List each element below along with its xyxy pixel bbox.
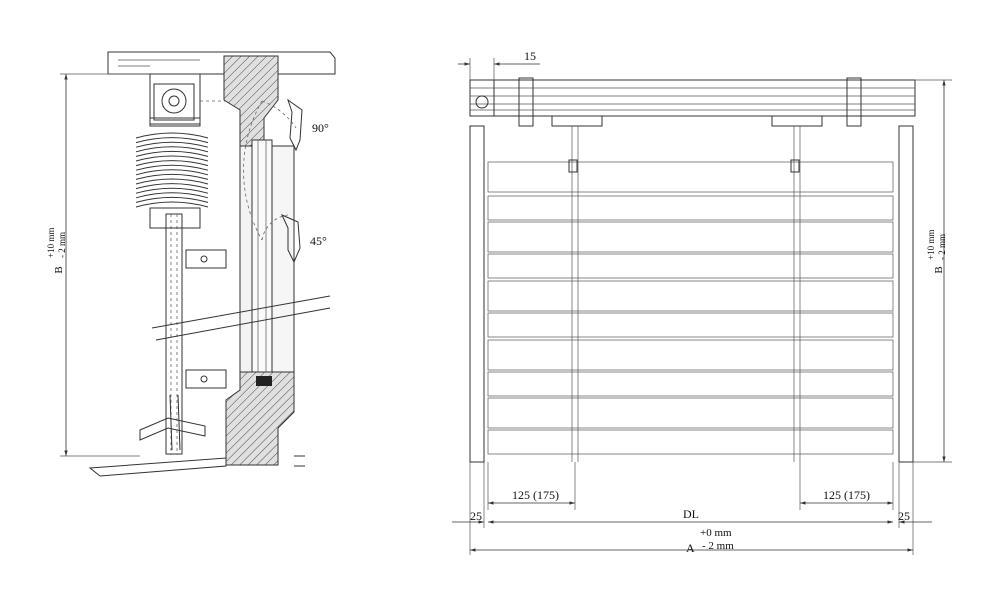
front-tol-minus: - 2 mm (937, 234, 947, 260)
side-tol-plus: +10 mm (46, 228, 56, 258)
angle-45-label: 45° (310, 234, 327, 248)
slat-width-dimension: 25 DL 25 (452, 462, 932, 555)
stacked-slat (135, 201, 209, 208)
front-slat (487, 429, 894, 455)
stacked-slat (135, 160, 209, 167)
right-margin-label: 25 (898, 509, 910, 523)
width-letter: A (686, 541, 695, 555)
front-slat (487, 161, 894, 193)
front-slats (487, 161, 894, 455)
side-height-letter: B (53, 266, 65, 273)
slat-stack (135, 132, 209, 208)
front-slat (487, 312, 894, 338)
stacked-slat (135, 183, 209, 190)
stacked-slat (135, 150, 209, 157)
right-side-post (898, 125, 914, 463)
side-view: 90° 45° B +10 mm - 2 mm (46, 51, 336, 477)
tilt-rod (151, 295, 331, 341)
front-slat (487, 280, 894, 312)
side-brackets (185, 249, 227, 389)
stacked-slat (135, 169, 209, 176)
front-slat (487, 221, 894, 253)
front-height-dimension: B +10 mm - 2 mm (913, 79, 952, 463)
ladder-tape (149, 207, 201, 455)
width-tol-minus: - 2 mm (702, 540, 734, 552)
left-margin-label: 25 (470, 509, 482, 523)
front-headrail (469, 77, 916, 127)
front-slat (487, 339, 894, 371)
handle-rotation (243, 98, 303, 264)
side-height-label: B +10 mm - 2 mm (46, 228, 67, 274)
overall-width-dimension: +0 mm A - 2 mm (470, 527, 913, 555)
bottom-rail (139, 394, 206, 451)
stacked-slat (135, 146, 209, 153)
stacked-slat (135, 192, 209, 199)
front-slat (487, 397, 894, 429)
spacing-dimensions: 125 (175) 125 (175) (487, 462, 894, 510)
stacked-slat (135, 187, 209, 194)
stacked-slat (135, 164, 209, 171)
front-slat (487, 253, 894, 279)
angle-90-label: 90° (312, 121, 329, 135)
front-slat (487, 195, 894, 221)
ceiling-lintel (107, 51, 336, 75)
stacked-slat (135, 173, 209, 180)
front-tol-plus: +10 mm (926, 230, 936, 260)
left-spacing-label: 125 (175) (512, 488, 559, 502)
right-spacing-label: 125 (175) (823, 488, 870, 502)
stacked-slat (135, 155, 209, 162)
top-offset-dimension: 15 (458, 49, 540, 80)
front-height-letter: B (933, 266, 945, 273)
top-offset-label: 15 (524, 49, 536, 63)
window-sill (88, 455, 305, 477)
stacked-slat (135, 196, 209, 203)
width-tol-plus: +0 mm (700, 527, 732, 539)
front-slat (487, 371, 894, 397)
front-view: 15 B +10 mm - 2 mm 125 (175) 125 (175) (452, 49, 952, 555)
left-side-post (469, 125, 485, 463)
ladder-cords (568, 126, 801, 462)
stacked-slat (135, 141, 209, 148)
slat-width-label: DL (683, 507, 699, 521)
stacked-slat (135, 132, 209, 139)
stacked-slat (135, 137, 209, 144)
side-tol-minus: - 2 mm (57, 232, 67, 258)
stacked-slat (135, 178, 209, 185)
window-frame (223, 55, 295, 466)
